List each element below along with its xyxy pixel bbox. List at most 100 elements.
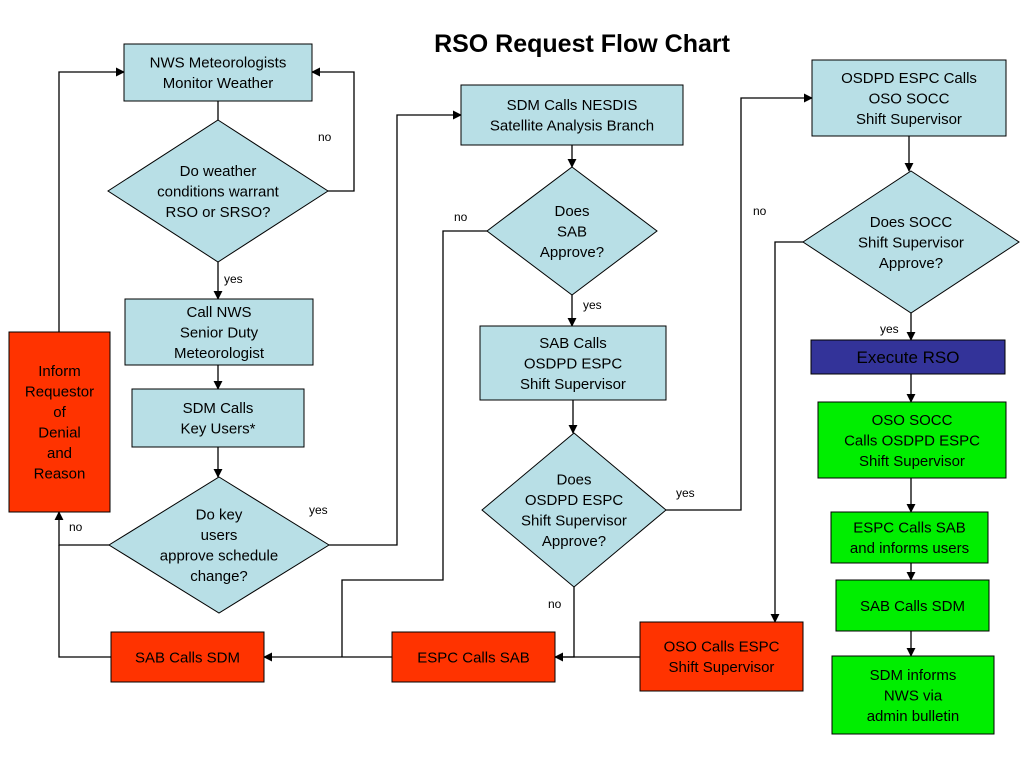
sdm-informs-nws-box-text-line: admin bulletin — [867, 708, 960, 725]
sab-calls-sdm-left-box-shape — [110, 631, 265, 683]
inform-requestor-box-shape — [8, 331, 111, 513]
warrant-no-label: no — [318, 130, 332, 144]
sdm-calls-nesdis-box-text-line: Satellite Analysis Branch — [490, 118, 654, 135]
sdm-key-users-box-text-line: Key Users* — [180, 421, 255, 438]
sab-approve-decision-shape — [486, 166, 658, 296]
sdm-informs-nws-box-text-line: NWS via — [884, 687, 943, 704]
execute-rso-box-text-line: Execute RSO — [857, 348, 960, 367]
sab-yes-label: yes — [583, 298, 602, 312]
sab-calls-osdpd-box-shape — [479, 325, 667, 401]
socc-yes-label: yes — [880, 322, 899, 336]
sdm-informs-nws-box-text-line: SDM informs — [870, 667, 957, 684]
weather-warrant-decision-text-line: conditions warrant — [157, 183, 280, 200]
oso-socc-calls-box-text-line: OSO SOCC — [872, 412, 953, 429]
key-yes-label: yes — [309, 503, 328, 517]
espc-calls-sab-box: ESPC Calls SAB — [391, 631, 556, 683]
oso-calls-espc-box-shape — [639, 621, 804, 692]
monitor-weather-box-text-line: Monitor Weather — [163, 75, 274, 92]
call-sdm-box-text-line: Meteorologist — [174, 345, 265, 362]
key-users-approve-decision-text-line: Do key — [196, 507, 243, 524]
osdpd-calls-oso-box-text-line: Shift Supervisor — [856, 111, 962, 128]
sdm-calls-nesdis-box-text-line: SDM Calls NESDIS — [507, 97, 638, 114]
inform-requestor-box-text-line: Requestor — [25, 384, 94, 401]
execute-rso-box: Execute RSO — [810, 339, 1006, 375]
key-no-connector — [54, 511, 109, 546]
weather-warrant-decision-text-line: Do weather — [180, 163, 257, 180]
key-users-approve-decision: Do key users approve schedule change? — [108, 476, 330, 614]
monitor-weather-box-text-line: NWS Meteorologists — [150, 55, 287, 72]
sab-calls-sdm-right-box: SAB Calls SDM — [835, 579, 990, 632]
osdpd-approve-decision-text-line: Approve? — [542, 533, 606, 550]
sab-calls-sdm-right-box-shape — [835, 579, 990, 632]
call-sdm-box-text-line: Senior Duty — [180, 324, 259, 341]
sdm-calls-nesdis-box-shape — [460, 84, 684, 146]
osdpd-calls-oso-box-text-line: OSDPD ESPC Calls — [841, 70, 977, 87]
osdpd-approve-decision-text-line: Does — [556, 472, 591, 489]
espc-informs-users-box-shape — [830, 511, 989, 564]
espc-calls-sab-box-shape — [391, 631, 556, 683]
sdm-key-users-box-shape — [131, 388, 305, 448]
sab-sdm-left-to-inform-connector — [58, 545, 111, 658]
chart-title: RSO Request Flow Chart — [434, 30, 731, 58]
sab-calls-osdpd-box-text-line: SAB Calls — [539, 335, 607, 352]
osdpd-approve-decision-text-line: OSDPD ESPC — [525, 492, 624, 509]
connectors — [54, 67, 916, 662]
monitor-weather-box-shape — [123, 43, 313, 102]
weather-warrant-decision-shape — [107, 119, 329, 263]
oso-calls-espc-box-text-line: OSO Calls ESPC — [664, 639, 780, 656]
espc-informs-users-box-text-line: and informs users — [850, 540, 969, 557]
sab-no-connector — [341, 230, 487, 657]
osdpd-calls-oso-box-shape — [811, 59, 1007, 137]
osdpd-approve-decision-text-line: Shift Supervisor — [521, 513, 627, 530]
inform-requestor-box-text-line: and — [47, 445, 72, 462]
sab-calls-sdm-right-box-text-line: SAB Calls SDM — [860, 598, 965, 615]
osdpd-yes-label: yes — [676, 486, 695, 500]
oso-socc-calls-box-text-line: Calls OSDPD ESPC — [844, 432, 980, 449]
socc-approve-decision-shape — [802, 170, 1020, 314]
sab-calls-osdpd-box-text-line: OSDPD ESPC — [524, 355, 623, 372]
key-no-label: no — [69, 520, 83, 534]
call-sdm-box-shape — [124, 298, 314, 366]
sab-calls-sdm-left-box: SAB Calls SDM — [110, 631, 265, 683]
execute-rso-box-shape — [810, 339, 1006, 375]
key-yes-connector — [329, 110, 462, 546]
socc-approve-decision-text-line: Does SOCC — [870, 214, 953, 231]
inform-requestor-box-text-line: Inform — [38, 363, 81, 380]
sdm-informs-nws-box-shape — [831, 655, 995, 735]
inform-to-monitor-connector — [58, 67, 125, 332]
key-users-approve-decision-shape — [108, 476, 330, 614]
sab-approve-decision-text-line: SAB — [557, 223, 587, 240]
sab-calls-sdm-left-box-text-line: SAB Calls SDM — [135, 649, 240, 666]
sab-approve-decision-text-line: Does — [554, 203, 589, 220]
sab-calls-osdpd-box-text-line: Shift Supervisor — [520, 376, 626, 393]
inform-requestor-box-text-line: Reason — [34, 466, 86, 483]
sdm-calls-nesdis-box: SDM Calls NESDIS Satellite Analysis Branc… — [460, 84, 684, 146]
key-users-approve-decision-text-line: users — [201, 527, 238, 544]
sab-no-label: no — [454, 210, 468, 224]
call-sdm-box-text-line: Call NWS — [186, 304, 251, 321]
oso-calls-espc-box-text-line: Shift Supervisor — [669, 659, 775, 676]
oso-calls-espc-box: OSO Calls ESPC Shift Supervisor — [639, 621, 804, 692]
key-users-approve-decision-text-line: approve schedule — [160, 548, 278, 565]
osdpd-no-label: no — [548, 597, 562, 611]
socc-no-label: no — [753, 204, 767, 218]
socc-approve-decision-text-line: Shift Supervisor — [858, 234, 964, 251]
key-users-approve-decision-text-line: change? — [190, 568, 248, 585]
socc-no-connector — [770, 241, 803, 623]
